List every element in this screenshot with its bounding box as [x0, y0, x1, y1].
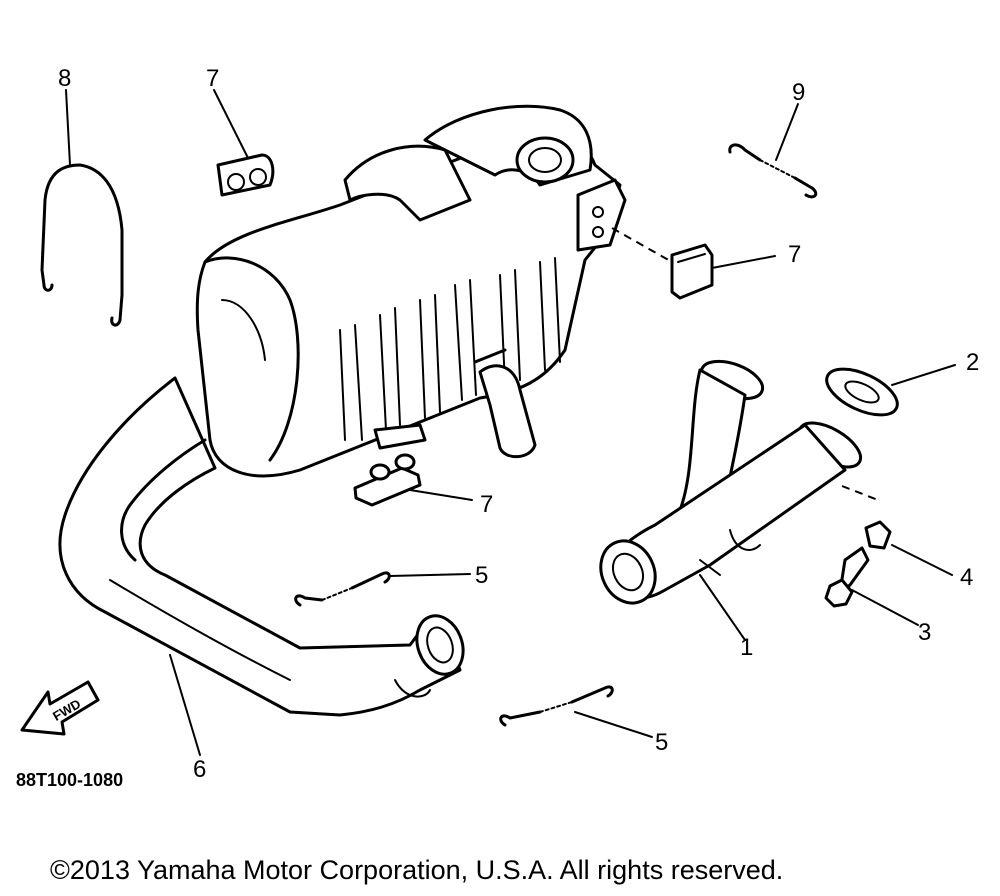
- callout-1: 1: [740, 634, 753, 661]
- muffler: [195, 104, 627, 478]
- callout-4: 4: [960, 564, 973, 591]
- part-code: 88T100-1080: [16, 770, 123, 790]
- callout-3: 3: [918, 619, 931, 646]
- bolt: [824, 546, 870, 608]
- callout-9: 9: [792, 79, 805, 106]
- spring-5-upper: [294, 571, 391, 607]
- callout-6: 6: [193, 756, 206, 783]
- callout-2: 2: [966, 349, 979, 376]
- callout-8: 8: [58, 65, 71, 92]
- exhaust-pipe: [58, 376, 465, 717]
- damper-bottom: [353, 453, 422, 507]
- damper-right: [670, 243, 714, 300]
- damper-top-left: [216, 153, 275, 197]
- callout-5-upper: 5: [475, 562, 488, 589]
- copyright-footer: ©2013 Yamaha Motor Corporation, U.S.A. A…: [50, 855, 783, 885]
- gasket: [825, 367, 899, 417]
- leader-lines: [65, 89, 956, 756]
- spring-large: [40, 163, 124, 327]
- nut: [864, 520, 892, 550]
- spring-5-lower: [499, 685, 614, 727]
- callout-7-bottom: 7: [480, 491, 493, 518]
- y-manifold: [599, 359, 863, 605]
- callout-7-right: 7: [788, 241, 801, 268]
- forward-direction-arrow: FWD: [20, 680, 100, 736]
- callout-5-lower: 5: [655, 729, 668, 756]
- assembly-line-bolt: [841, 485, 879, 501]
- assembly-line-damper: [611, 227, 673, 263]
- spring-9: [728, 143, 818, 199]
- callout-7-top: 7: [206, 65, 219, 92]
